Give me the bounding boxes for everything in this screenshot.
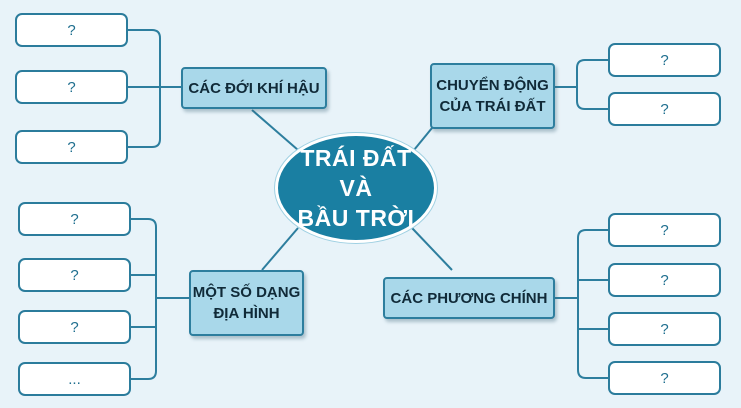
answer-box-text: ? [67,78,76,96]
topic-earth-motion-line2: CỦA TRÁI ĐẤT [439,98,546,115]
bracket-climate [128,29,181,148]
answer-box-text: ? [660,221,669,239]
answer-box-climate-3[interactable]: ? [15,130,128,164]
answer-box-directions-2[interactable]: ? [608,263,721,297]
spoke-landforms [261,227,299,271]
topic-earth-motion-line1: CHUYỂN ĐỘNG [436,77,549,94]
answer-box-text: ? [660,100,669,118]
answer-box-directions-1[interactable]: ? [608,213,721,247]
answer-box-text: ... [68,370,81,388]
spoke-climate [251,109,299,151]
answer-box-landforms-4[interactable]: ... [18,362,131,396]
topic-earth-motion: CHUYỂN ĐỘNG CỦA TRÁI ĐẤT [430,63,555,129]
answer-box-text: ? [70,318,79,336]
bracket-landforms [131,218,189,380]
answer-box-text: ? [660,51,669,69]
answer-box-landforms-1[interactable]: ? [18,202,131,236]
topic-landforms: MỘT SỐ DẠNG ĐỊA HÌNH [189,270,304,336]
answer-box-text: ? [70,266,79,284]
answer-box-landforms-3[interactable]: ? [18,310,131,344]
topic-landforms-line1: MỘT SỐ DẠNG [192,284,301,301]
topic-directions-label: CÁC PHƯƠNG CHÍNH [390,289,548,307]
spoke-motion [413,127,433,151]
answer-box-climate-2[interactable]: ? [15,70,128,104]
answer-box-directions-4[interactable]: ? [608,361,721,395]
answer-box-text: ? [67,21,76,39]
bracket-directions [555,229,608,379]
answer-box-climate-1[interactable]: ? [15,13,128,47]
answer-box-motion-2[interactable]: ? [608,92,721,126]
answer-box-text: ? [660,271,669,289]
answer-box-directions-3[interactable]: ? [608,312,721,346]
answer-box-text: ? [67,138,76,156]
topic-landforms-line2: ĐỊA HÌNH [213,305,280,322]
answer-box-text: ? [660,369,669,387]
spoke-directions [411,227,453,271]
central-topic-line3: BẦU TRỜI [297,205,415,231]
answer-box-text: ? [70,210,79,228]
answer-box-landforms-2[interactable]: ? [18,258,131,292]
central-topic: TRÁI ĐẤT VÀ BẦU TRỜI [275,133,437,243]
topic-climate-zones: CÁC ĐỚI KHÍ HẬU [181,67,327,109]
central-topic-line2: VÀ [339,175,373,201]
bracket-motion [555,59,608,110]
topic-directions: CÁC PHƯƠNG CHÍNH [383,277,555,319]
central-topic-line1: TRÁI ĐẤT [300,145,412,171]
answer-box-text: ? [660,320,669,338]
topic-climate-zones-label: CÁC ĐỚI KHÍ HẬU [188,79,320,97]
answer-box-motion-1[interactable]: ? [608,43,721,77]
